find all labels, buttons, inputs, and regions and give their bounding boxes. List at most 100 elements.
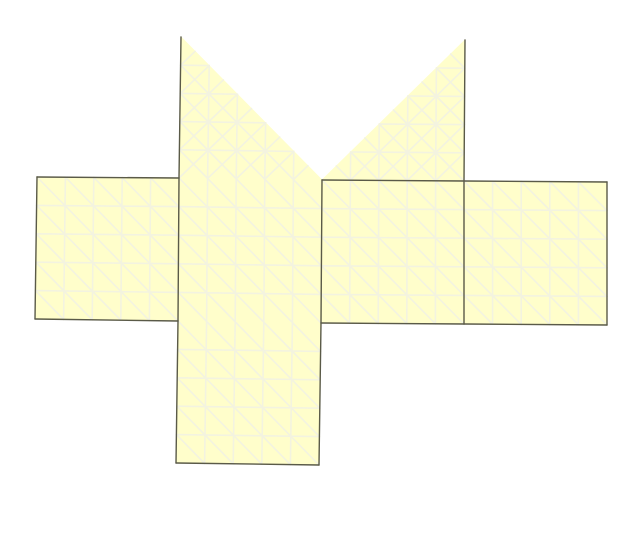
face-center-right-grid-diag (321, 179, 465, 325)
face-center-grid-v (234, 178, 237, 323)
net-edge (34, 318, 179, 322)
face-center-right-grid-diag (377, 179, 465, 268)
face-bottom-grid-diag (262, 321, 322, 381)
face-center-right-grid-diag (349, 179, 465, 297)
face-left-grid-diag (64, 176, 179, 294)
net-edge (177, 177, 180, 322)
face-center-grid-diag (178, 177, 322, 324)
face-center-grid-diag (235, 178, 323, 267)
face-right-grid-diag (548, 180, 608, 240)
face-bottom-grid-v (232, 320, 236, 465)
face-bottom-grid-diag (177, 320, 320, 466)
face-left-grid-h (34, 289, 179, 294)
face-center-grid-diag (292, 178, 323, 210)
face-left-grid-diag (36, 176, 179, 322)
face-bottom-grid-v (260, 321, 265, 466)
face-left-grid-h (35, 204, 180, 208)
face-center-right-grid-v (348, 179, 352, 325)
net-edge (318, 322, 322, 466)
face-center-grid-diag (263, 178, 323, 238)
face-right-grid-h (463, 294, 608, 298)
face-right-grid-h (463, 208, 608, 212)
face-center-grid-v (262, 178, 266, 324)
face-center-grid-v (205, 177, 209, 323)
face-bottom-grid-v (289, 321, 294, 466)
face-left-grid-diag (121, 176, 180, 236)
face-center-right-grid-diag (434, 180, 465, 211)
triangle-right-grid-cross (406, 95, 466, 154)
face-center-grid-diag (206, 177, 323, 296)
face-center-right-grid-h (320, 264, 465, 268)
face-left-grid-v (62, 176, 67, 321)
face-bottom-grid-h (176, 348, 322, 353)
face-center-right-grid-diag (320, 293, 351, 325)
face-center-grid-v (291, 178, 295, 324)
grid-lines (34, 50, 608, 466)
face-left-grid-diag (35, 233, 122, 322)
triangle-right-grid-cross (421, 81, 466, 126)
triangle-right-grid-cross (364, 137, 409, 182)
net-edge (321, 179, 465, 182)
triangle-right-grid-b (406, 95, 409, 182)
face-left-grid-diag (34, 289, 65, 321)
face-left-grid-diag (93, 176, 180, 265)
face-bottom-grid-diag (234, 320, 321, 410)
face-bottom-grid-diag (176, 405, 234, 465)
face-center-right-grid-diag (320, 236, 408, 325)
face-center-right-grid-diag (320, 207, 437, 325)
face-center-right-grid-v (377, 179, 380, 325)
net-edge (463, 180, 608, 183)
triangle-left-grid-cross (235, 136, 281, 180)
triangle-right-grid-cross (335, 165, 352, 181)
net-edge (463, 39, 466, 182)
face-right-grid-diag (463, 237, 551, 326)
face-left-grid-h (35, 233, 180, 236)
face-center-grid-diag (177, 262, 236, 323)
triangle-left-grid-a (179, 120, 267, 124)
triangle-left-grid-cross (206, 122, 267, 180)
face-bottom-grid-diag (176, 376, 263, 466)
face-center-grid-h (177, 234, 323, 238)
net-edge (36, 176, 180, 179)
face-right-grid-diag (491, 180, 608, 298)
face-center-grid-h (178, 205, 323, 210)
triangle-right-grid-cross (392, 109, 465, 182)
net-edge (320, 322, 465, 325)
triangle-right-grid-cross (378, 123, 437, 182)
face-bottom-grid-diag (291, 321, 322, 353)
triangle-left-grid-cross (179, 50, 196, 66)
face-left-grid-diag (34, 261, 93, 321)
face-left-grid-diag (149, 177, 180, 208)
face-right-grid-h (463, 237, 608, 240)
face-left-grid-v (91, 176, 95, 321)
triangle-left-grid-cross (179, 79, 225, 123)
face-left-grid-diag (35, 204, 151, 322)
face-left-grid-h (34, 261, 180, 265)
triangle-right-grid-cross (449, 53, 466, 69)
face-center-right-grid-h (320, 207, 465, 211)
face-bottom-grid-v (203, 320, 208, 465)
net-edge (175, 462, 320, 466)
face-bottom-grid-diag (176, 348, 292, 466)
face-right-grid-h (463, 265, 608, 269)
face-left-grid-v (120, 176, 123, 322)
face-center-grid-h (177, 291, 323, 296)
triangle-right-grid-cross (435, 67, 466, 98)
face-bottom-grid-diag (175, 433, 206, 465)
face-right-grid-diag (463, 265, 523, 326)
triangle-left-grid-cross (292, 164, 309, 181)
face-center-grid-diag (178, 205, 294, 324)
face-right-grid-diag (577, 181, 608, 212)
net-edge (463, 323, 608, 326)
triangle-right-grid-cross (349, 151, 380, 182)
triangle-right-grid-a (378, 123, 466, 126)
face-center-right-grid-diag (406, 179, 465, 239)
face-center-grid-h (177, 262, 323, 267)
face-center-grid-diag (177, 291, 208, 323)
face-right-grid-diag (463, 294, 494, 326)
face-center-right-grid-h (320, 236, 465, 239)
face-edges (34, 36, 608, 466)
triangle-left-grid-cross (179, 64, 210, 95)
net-edge (320, 179, 323, 324)
